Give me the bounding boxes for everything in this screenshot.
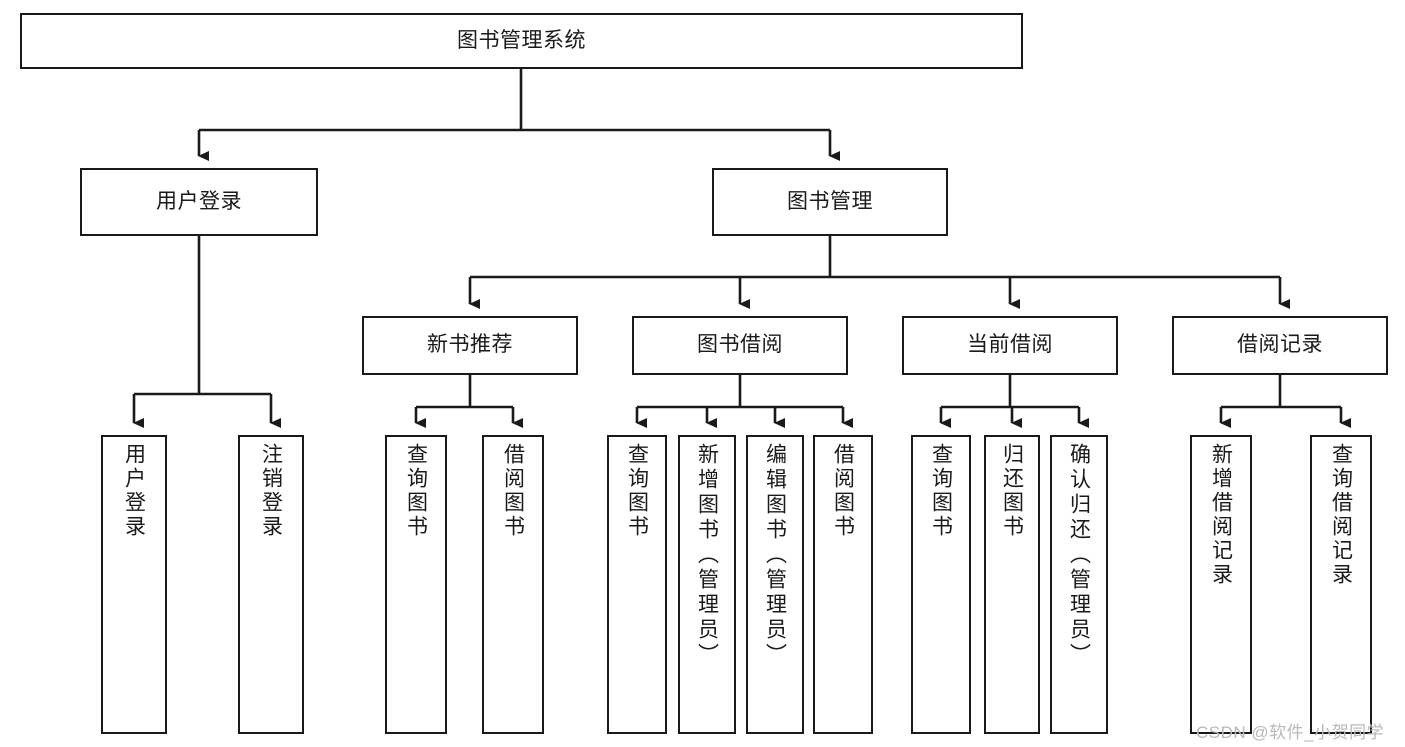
leaf-user-login[interactable]: 用户登录 bbox=[101, 435, 167, 734]
leaf-logout[interactable]: 注销登录 bbox=[238, 435, 304, 734]
leaf-query-borrow-record-label: 查询借阅记录 bbox=[1329, 443, 1353, 587]
leaf-query-book-current-label: 查询图书 bbox=[929, 443, 953, 539]
node-book-borrow-label: 图书借阅 bbox=[697, 333, 783, 357]
leaf-borrow-book-recommend-label: 借阅图书 bbox=[501, 443, 525, 539]
node-root-label: 图书管理系统 bbox=[457, 28, 586, 52]
node-current-borrow[interactable]: 当前借阅 bbox=[902, 316, 1118, 375]
leaf-borrow-book[interactable]: 借阅图书 bbox=[813, 435, 873, 734]
node-book-management[interactable]: 图书管理 bbox=[712, 168, 948, 236]
leaf-confirm-return-admin[interactable]: 确认归还（管理员） bbox=[1050, 435, 1108, 734]
node-book-management-label: 图书管理 bbox=[787, 189, 873, 213]
leaf-query-book-recommend-label: 查询图书 bbox=[404, 443, 428, 539]
leaf-add-borrow-record[interactable]: 新增借阅记录 bbox=[1190, 435, 1252, 734]
node-current-borrow-label: 当前借阅 bbox=[967, 333, 1053, 357]
leaf-query-book-borrow[interactable]: 查询图书 bbox=[607, 435, 667, 734]
leaf-return-book-label: 归还图书 bbox=[1000, 443, 1024, 539]
leaf-user-login-label: 用户登录 bbox=[122, 443, 146, 539]
leaf-query-borrow-record[interactable]: 查询借阅记录 bbox=[1310, 435, 1372, 734]
leaf-add-book-admin[interactable]: 新增图书（管理员） bbox=[678, 435, 736, 734]
node-borrow-records[interactable]: 借阅记录 bbox=[1172, 316, 1388, 375]
node-root[interactable]: 图书管理系统 bbox=[20, 13, 1023, 69]
node-book-borrow[interactable]: 图书借阅 bbox=[632, 316, 848, 375]
leaf-add-book-admin-label: 新增图书（管理员） bbox=[695, 443, 719, 668]
leaf-borrow-book-recommend[interactable]: 借阅图书 bbox=[482, 435, 544, 734]
node-new-book-recommend-label: 新书推荐 bbox=[427, 333, 513, 357]
leaf-edit-book-admin[interactable]: 编辑图书（管理员） bbox=[746, 435, 804, 734]
leaf-edit-book-admin-label: 编辑图书（管理员） bbox=[763, 443, 787, 668]
node-user-login-label: 用户登录 bbox=[156, 189, 242, 213]
leaf-query-book-borrow-label: 查询图书 bbox=[625, 443, 649, 539]
node-borrow-records-label: 借阅记录 bbox=[1237, 333, 1323, 357]
watermark-text: CSDN @软件_小贺同学 bbox=[1196, 723, 1385, 742]
node-new-book-recommend[interactable]: 新书推荐 bbox=[362, 316, 578, 375]
leaf-add-borrow-record-label: 新增借阅记录 bbox=[1209, 443, 1233, 587]
leaf-return-book[interactable]: 归还图书 bbox=[984, 435, 1040, 734]
node-user-login[interactable]: 用户登录 bbox=[80, 168, 318, 236]
leaf-query-book-recommend[interactable]: 查询图书 bbox=[385, 435, 447, 734]
leaf-confirm-return-admin-label: 确认归还（管理员） bbox=[1067, 443, 1091, 668]
leaf-logout-label: 注销登录 bbox=[259, 443, 283, 539]
leaf-borrow-book-label: 借阅图书 bbox=[831, 443, 855, 539]
leaf-query-book-current[interactable]: 查询图书 bbox=[911, 435, 971, 734]
